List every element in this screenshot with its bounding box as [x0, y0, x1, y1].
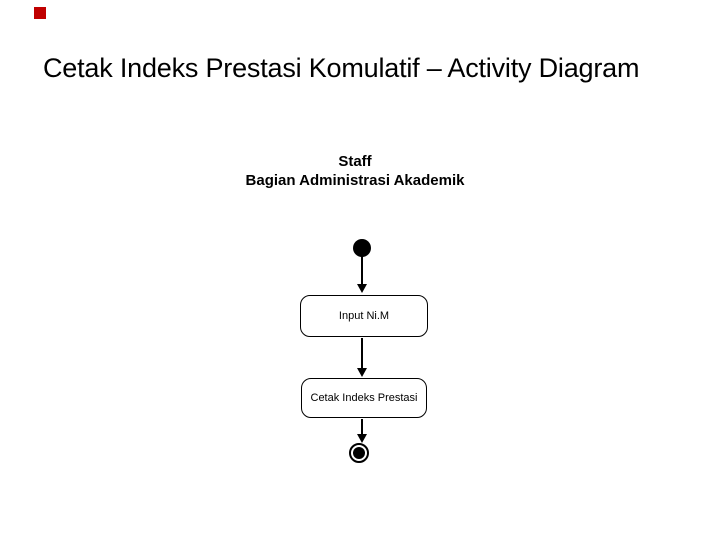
arrowhead-down-icon [357, 434, 367, 443]
edge-cetak-to-final [361, 419, 363, 435]
activity-final-node-icon [349, 443, 369, 463]
activity-final-node-inner-dot [353, 447, 365, 459]
action-node-input-nim: Input Ni.M [300, 295, 428, 337]
edge-input-to-cetak [361, 338, 363, 369]
page-title: Cetak Indeks Prestasi Komulatif – Activi… [43, 53, 640, 83]
arrowhead-down-icon [357, 284, 367, 293]
action-node-cetak-indeks: Cetak Indeks Prestasi [301, 378, 427, 418]
swimlane-header-line1: Staff [338, 153, 372, 170]
swimlane-header: Staff Bagian Administrasi Akademik [155, 152, 555, 190]
slide-accent-square [34, 7, 46, 19]
edge-start-to-input [361, 256, 363, 285]
initial-node-icon [353, 239, 371, 257]
swimlane-header-line2: Bagian Administrasi Akademik [245, 172, 465, 189]
action-node-label: Cetak Indeks Prestasi [310, 392, 418, 404]
arrowhead-down-icon [357, 368, 367, 377]
action-node-label: Input Ni.M [338, 310, 390, 322]
